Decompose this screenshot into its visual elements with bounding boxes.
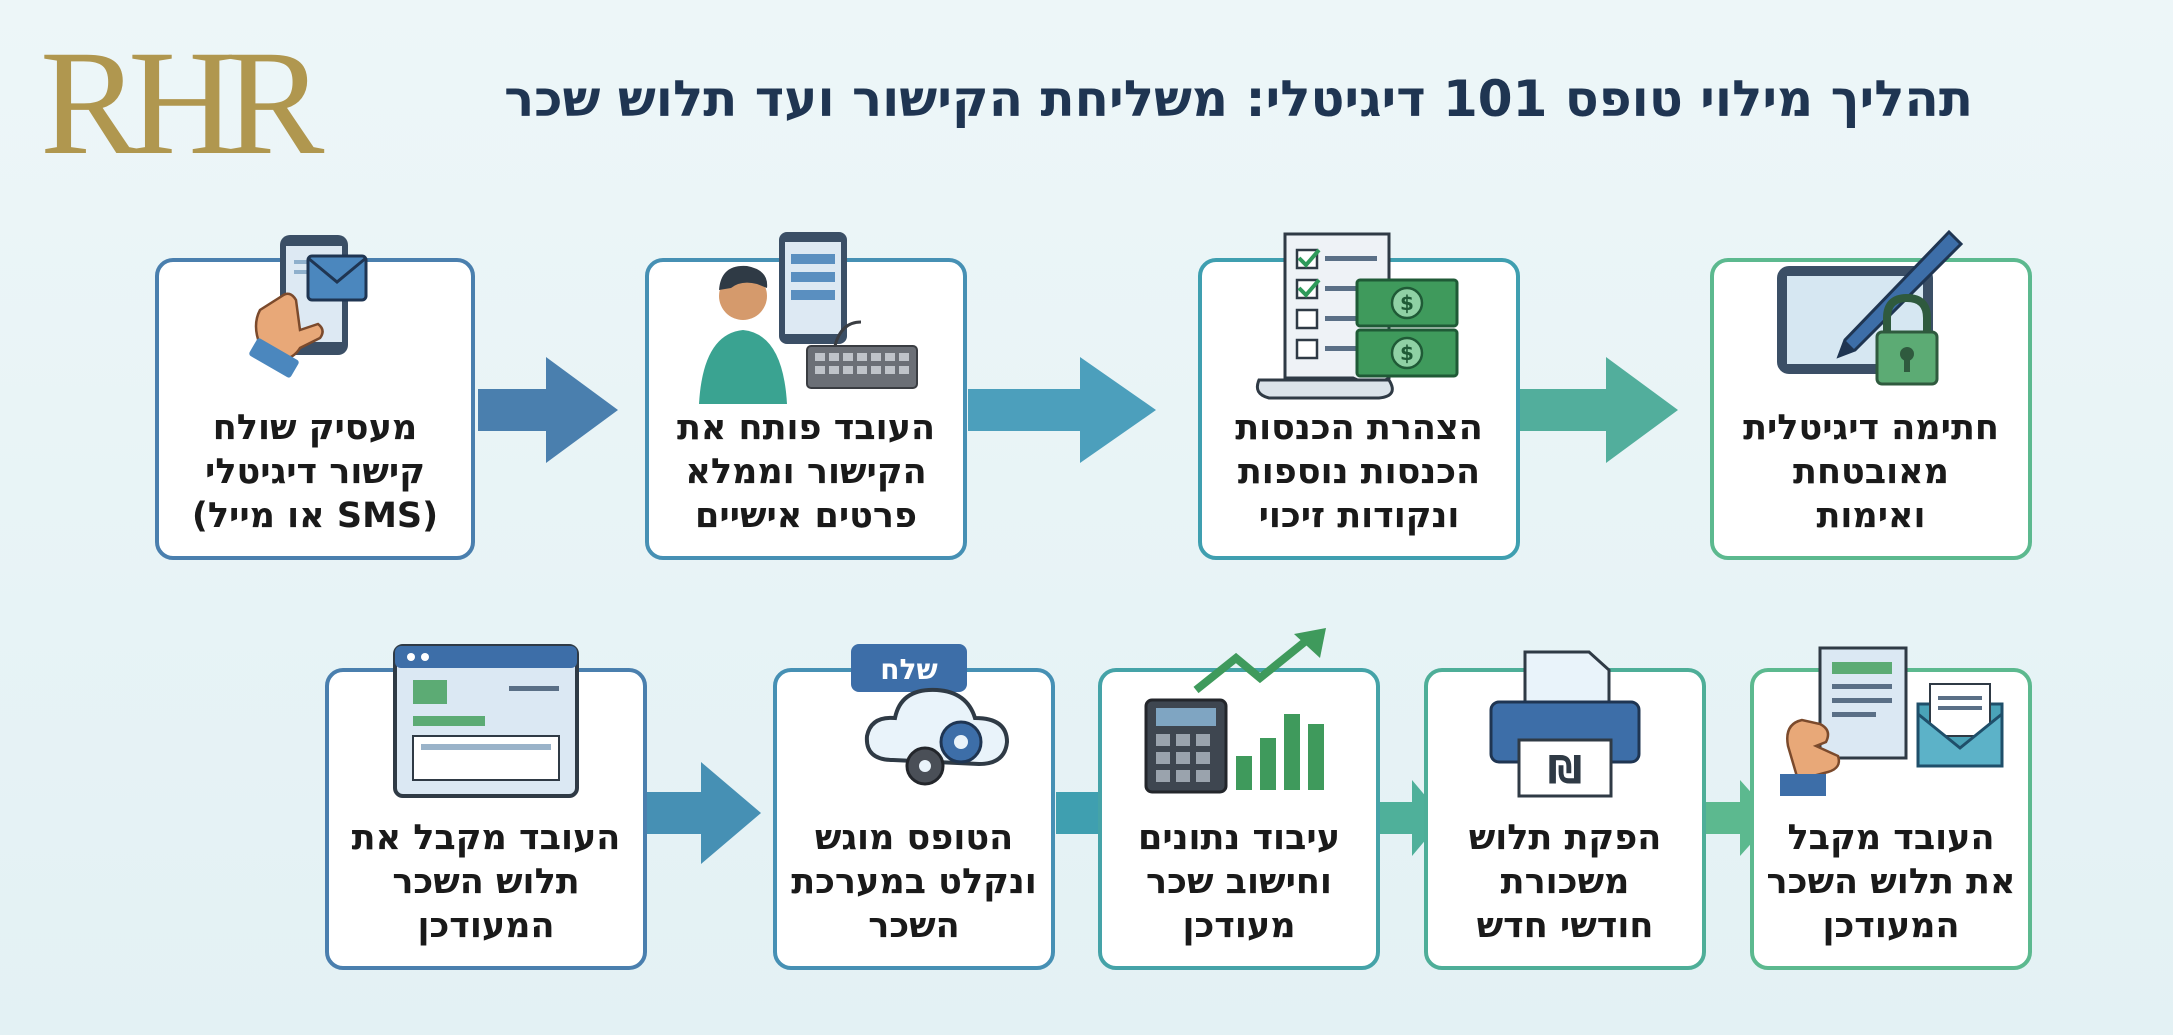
calculator-chart-icon [1144, 628, 1334, 802]
arrow-4 [647, 762, 761, 864]
step-card-employer-sends-link: מעסיק שולח קישור דיגיטלי (SMS או מייל) [155, 235, 475, 560]
step-card-employee-receives-payslip-left: העובד מקבל את תלוש השכר המעודכן [325, 644, 647, 970]
step-label: חתימה דיגיטלית מאובטחת ואימות [1743, 408, 1999, 536]
printer-shekel-icon: ₪ [1485, 648, 1645, 802]
step-card-employee-receives-payslip-right: העובד מקבל את תלוש השכר המעודכן [1750, 646, 2032, 970]
arrow-2 [968, 357, 1156, 463]
step-card-income-declaration: $ $ הצהרת הכנסות הכנסות נוספות ונקודות ז… [1198, 232, 1520, 560]
step-label: העובד פותח את הקישור וממלא פרטים אישיים [676, 408, 936, 536]
arrow-3 [1520, 357, 1678, 463]
step-label: העובד מקבל את תלוש השכר המעודכן [351, 818, 621, 946]
step-card-digital-signature: חתימה דיגיטלית מאובטחת ואימות [1710, 229, 2032, 560]
send-badge: שלח [880, 653, 937, 686]
svg-text:₪: ₪ [1548, 748, 1582, 792]
step-label: העובד מקבל את תלוש השכר המעודכן [1766, 818, 2016, 946]
step-label: עיבוד נתונים וחישוב שכר מעודכן [1137, 818, 1341, 946]
step-label: הטופס מוגש ונקלט במערכת השכר [791, 818, 1037, 946]
page-title: תהליך מילוי טופס 101 דיגיטלי: משליחת הקי… [504, 70, 1973, 128]
step-card-payslip-generation: ₪ הפקת תלוש משכורת חודשי חדש [1424, 650, 1706, 970]
person-computer-icon [691, 226, 921, 410]
step-card-form-submitted: שלח הטופס מוגש ונקלט במערכת השכר [773, 644, 1055, 970]
company-logo: RHR [40, 20, 324, 186]
step-card-employee-opens-link: העובד פותח את הקישור וממלא פרטים אישיים [645, 232, 967, 560]
phone-email-icon [230, 230, 400, 404]
step-label: הצהרת הכנסות הכנסות נוספות ונקודות זיכוי [1235, 408, 1483, 536]
hand-document-envelope-icon [1776, 644, 2006, 808]
step-card-data-processing: עיבוד נתונים וחישוב שכר מעודכן [1098, 628, 1380, 970]
step-label: מעסיק שולח קישור דיגיטלי (SMS או מייל) [191, 408, 439, 536]
checklist-money-icon: $ $ [1249, 228, 1469, 412]
svg-text:$: $ [1400, 341, 1414, 365]
cloud-gears-icon: שלח [821, 642, 1051, 796]
browser-window-icon [391, 642, 581, 806]
step-label: הפקת תלוש משכורת חודשי חדש [1468, 818, 1662, 946]
svg-text:$: $ [1400, 291, 1414, 315]
arrow-1 [478, 357, 618, 463]
tablet-pen-lock-icon [1771, 226, 1971, 410]
